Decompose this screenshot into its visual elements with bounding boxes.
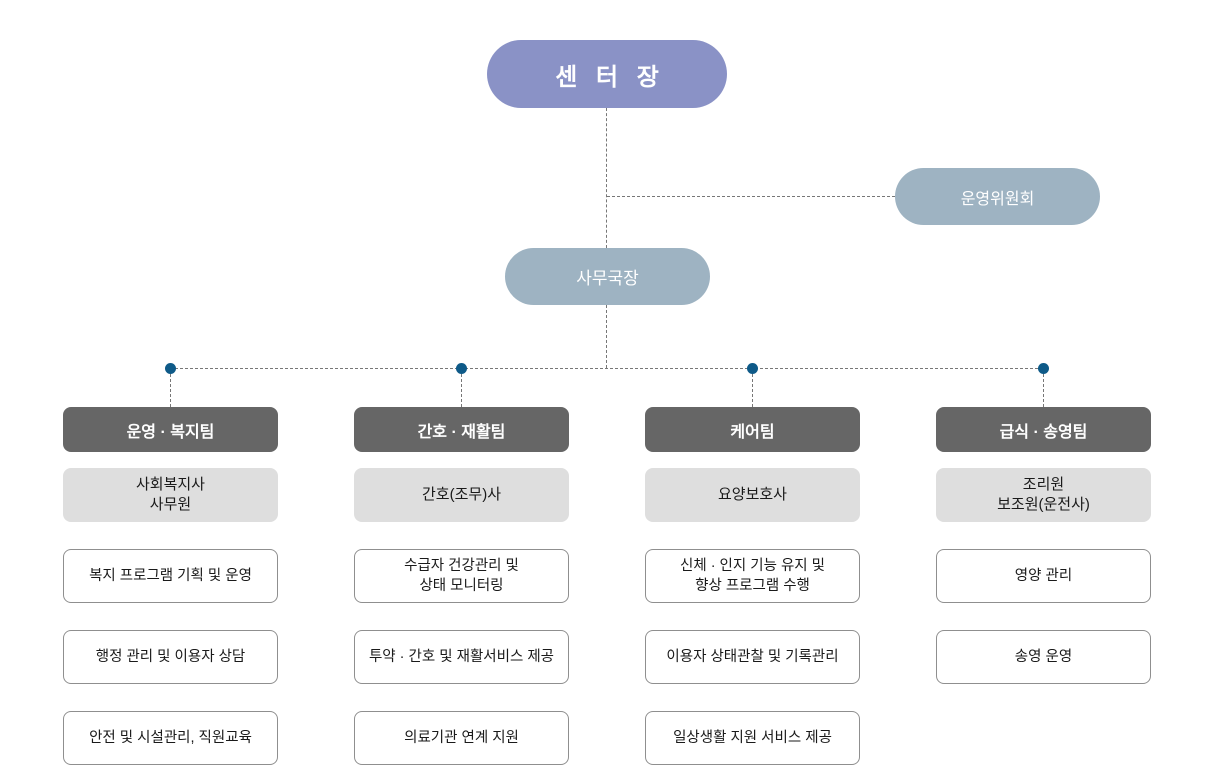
duty-box: 이용자 상태관찰 및 기록관리 <box>645 630 860 684</box>
secretary-node: 사무국장 <box>505 248 710 305</box>
connector-drop-team4 <box>1043 369 1044 407</box>
duty-box: 영양 관리 <box>936 549 1151 603</box>
connector-branch-line <box>170 368 1043 369</box>
branch-dot <box>1038 363 1049 374</box>
committee-node: 운영위원회 <box>895 168 1100 225</box>
duty-box: 송영 운영 <box>936 630 1151 684</box>
team-header: 운영 · 복지팀 <box>63 407 278 452</box>
connector-drop-team2 <box>461 369 462 407</box>
duty-box: 행정 관리 및 이용자 상담 <box>63 630 278 684</box>
branch-dot <box>456 363 467 374</box>
connector-secretary-to-branch <box>606 305 607 368</box>
connector-drop-team3 <box>752 369 753 407</box>
staff-box: 간호(조무)사 <box>354 468 569 522</box>
staff-box: 요양보호사 <box>645 468 860 522</box>
team-column-meal-transport: 급식 · 송영팀 조리원 보조원(운전사) 영양 관리 송영 운영 <box>936 407 1151 684</box>
team-header: 간호 · 재활팀 <box>354 407 569 452</box>
team-column-care: 케어팀 요양보호사 신체 · 인지 기능 유지 및 향상 프로그램 수행 이용자… <box>645 407 860 765</box>
director-node: 센 터 장 <box>487 40 727 108</box>
team-header: 급식 · 송영팀 <box>936 407 1151 452</box>
duty-box: 복지 프로그램 기획 및 운영 <box>63 549 278 603</box>
branch-dot <box>165 363 176 374</box>
connector-director-to-secretary <box>606 108 607 248</box>
duty-box: 일상생활 지원 서비스 제공 <box>645 711 860 765</box>
duty-box: 투약 · 간호 및 재활서비스 제공 <box>354 630 569 684</box>
team-column-nursing-rehab: 간호 · 재활팀 간호(조무)사 수급자 건강관리 및 상태 모니터링 투약 ·… <box>354 407 569 765</box>
branch-dot <box>747 363 758 374</box>
team-header: 케어팀 <box>645 407 860 452</box>
duty-box: 의료기관 연계 지원 <box>354 711 569 765</box>
staff-box: 조리원 보조원(운전사) <box>936 468 1151 522</box>
staff-box: 사회복지사 사무원 <box>63 468 278 522</box>
duty-box: 수급자 건강관리 및 상태 모니터링 <box>354 549 569 603</box>
duty-box: 신체 · 인지 기능 유지 및 향상 프로그램 수행 <box>645 549 860 603</box>
connector-drop-team1 <box>170 369 171 407</box>
duty-box: 안전 및 시설관리, 직원교육 <box>63 711 278 765</box>
connector-to-committee <box>607 196 895 197</box>
team-column-operations-welfare: 운영 · 복지팀 사회복지사 사무원 복지 프로그램 기획 및 운영 행정 관리… <box>63 407 278 765</box>
